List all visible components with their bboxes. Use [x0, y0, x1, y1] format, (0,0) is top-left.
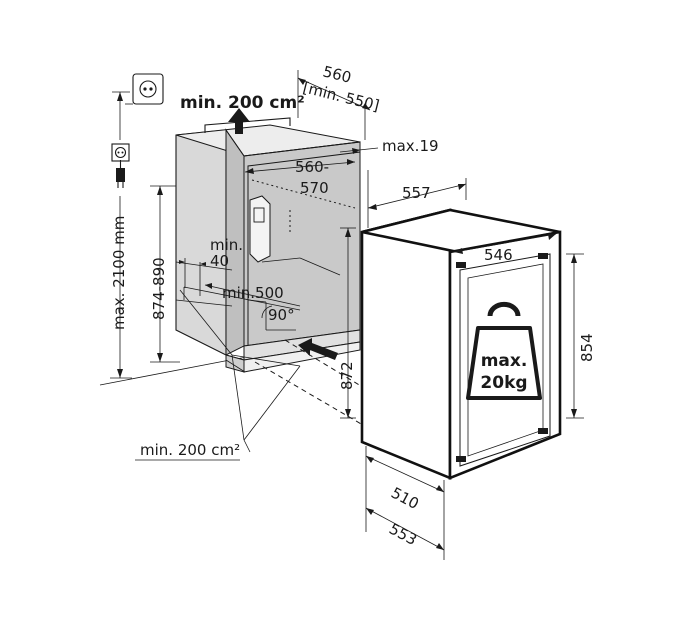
height-872-label: 872 [338, 361, 356, 390]
width-546-label: 546 [484, 246, 513, 264]
niche-height-label: 874-890 [150, 257, 168, 320]
kitchen-cabinet [175, 117, 361, 373]
wall-socket-icon [125, 73, 164, 105]
height-854-label: 854 [578, 333, 596, 362]
weight-icon: max. 20kg [466, 301, 542, 400]
height-872-dimension: 872 [338, 227, 356, 419]
max-gap-label: max.19 [382, 137, 439, 155]
min-depth-annotations: min. 40 min.500 90° [175, 236, 301, 324]
min-500-label: min.500 [222, 284, 284, 302]
arrow-up-icon [228, 108, 250, 134]
bottom-vent-label: min. 200 cm² [140, 441, 240, 459]
min-40-label-a: min. [210, 236, 243, 254]
min-40-label-b: 40 [210, 252, 229, 270]
niche-height-dimension: 874-890 [150, 185, 180, 363]
weight-label-line1: max. [481, 351, 528, 371]
bottom-ventilation-dashes [179, 289, 451, 471]
arrow-in-icon [298, 338, 338, 360]
angle-label: 90° [268, 306, 295, 324]
plug-icon [116, 160, 125, 188]
socket-icon [111, 143, 130, 162]
inner-width-dimension: 560- 570 [244, 158, 356, 197]
max-gap-annotation: max.19 [339, 137, 439, 155]
inner-width-label-b: 570 [300, 179, 329, 197]
depth-557-dimension: 557 [367, 170, 467, 228]
depth-557-label: 557 [402, 184, 431, 202]
height-854-dimension: 854 [566, 253, 596, 419]
top-width-dimension: 560 [min. 550] [297, 62, 381, 140]
appliance-body [360, 208, 562, 480]
weight-label-line2: 20kg [480, 373, 527, 393]
inner-width-label-a: 560- [295, 158, 329, 176]
top-vent-label: min. 200 cm² [180, 93, 305, 113]
bottom-vent-annotation: min. 200 cm² [135, 441, 240, 461]
depth-553-dimension: 553 [365, 507, 445, 551]
max-height-dimension: max. 2100 mm [110, 91, 132, 379]
depth-553-label: 553 [386, 520, 420, 549]
width-546-dimension: 546 [453, 233, 557, 264]
max-height-label: max. 2100 mm [110, 216, 128, 330]
depth-510-label: 510 [388, 484, 422, 513]
